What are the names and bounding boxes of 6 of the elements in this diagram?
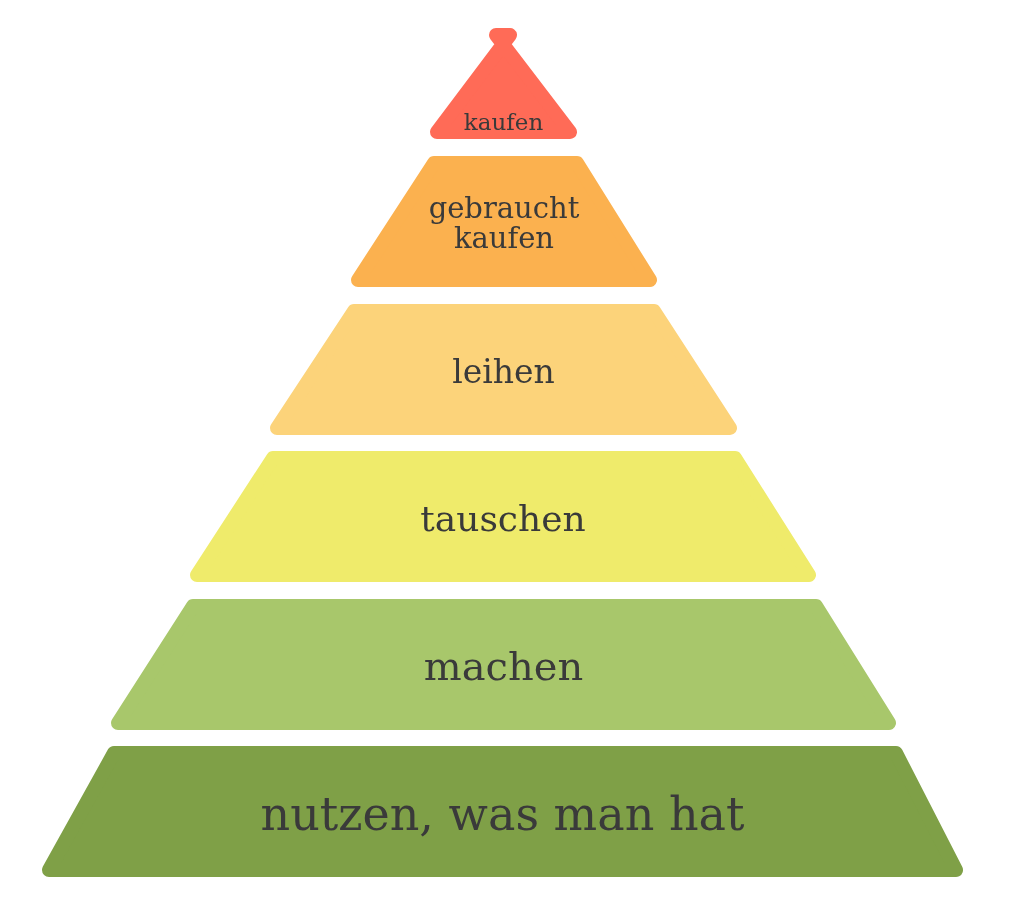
tier-label: kaufen (463, 109, 544, 135)
tier-label: gebraucht kaufen (427, 192, 581, 254)
tier-label: tauschen (420, 500, 586, 538)
tier-label: nutzen, was man hat (260, 789, 745, 839)
tier-label: machen (423, 645, 584, 687)
tier-label: leihen (452, 354, 555, 390)
